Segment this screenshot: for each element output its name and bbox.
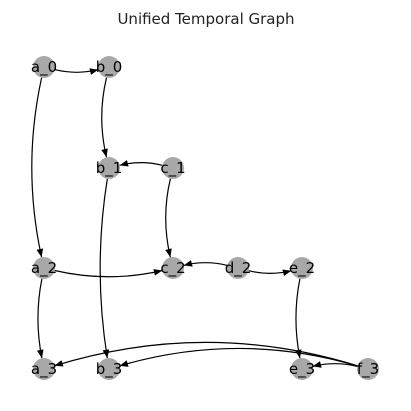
edge-f_3-to-a_3: [54, 341, 358, 367]
node-label: b_0: [96, 58, 123, 77]
node-circle: [291, 358, 313, 380]
edge-b_1-to-b_3: [99, 178, 110, 359]
nodes-layer: a_0 b_0 b_1 c_1 a_2 c_2 d_2 e_2 a_3 b_3 e_3 f_3: [31, 56, 379, 380]
node-label: a_0: [31, 58, 57, 77]
edge-a_2-to-c_2: [54, 269, 163, 278]
node-circle: [98, 56, 120, 78]
node-circle: [227, 257, 249, 279]
node-f_3: f_3: [357, 358, 379, 380]
node-circle: [33, 56, 55, 78]
edge-b_0-to-b_1: [101, 77, 108, 158]
edge-f_3-to-e_3: [312, 361, 358, 368]
node-circle: [33, 358, 55, 380]
node-label: f_3: [357, 360, 379, 379]
edge-c_1-to-c_2: [165, 178, 172, 258]
node-label: c_2: [160, 259, 185, 278]
node-label: e_3: [289, 360, 315, 379]
node-b_0: b_0: [96, 56, 123, 78]
graph-title: Unified Temporal Graph: [117, 10, 294, 28]
edge-d_2-to-c_2: [183, 260, 228, 267]
node-c_1: c_1: [160, 157, 186, 179]
node-b_1: b_1: [96, 157, 123, 179]
edge-d_2-to-e_2: [248, 269, 292, 276]
node-label: d_2: [225, 259, 252, 278]
node-label: a_2: [31, 259, 57, 278]
node-label: c_1: [160, 159, 185, 178]
node-e_3: e_3: [289, 358, 315, 380]
edge-c_1-to-b_1: [119, 160, 163, 167]
node-d_2: d_2: [225, 257, 252, 279]
node-circle: [98, 157, 120, 179]
edge-a_2-to-a_3: [36, 278, 44, 359]
node-c_2: c_2: [160, 257, 186, 279]
node-e_2: e_2: [289, 257, 315, 279]
node-a_2: a_2: [31, 257, 57, 279]
node-circle: [98, 358, 120, 380]
edges-layer: [31, 68, 358, 368]
node-label: e_2: [289, 259, 315, 278]
node-circle: [357, 358, 379, 380]
edge-a_0-to-b_0: [54, 68, 99, 75]
edge-a_0-to-a_2: [31, 77, 44, 258]
node-label: b_3: [96, 360, 123, 379]
node-circle: [291, 257, 313, 279]
edge-e_2-to-e_3: [294, 278, 302, 359]
node-circle: [162, 257, 184, 279]
node-label: a_3: [31, 360, 57, 379]
edge-f_3-to-b_3: [119, 347, 358, 367]
node-label: b_1: [96, 159, 123, 178]
node-b_3: b_3: [96, 358, 123, 380]
node-a_3: a_3: [31, 358, 57, 380]
node-circle: [33, 257, 55, 279]
node-a_0: a_0: [31, 56, 57, 78]
node-circle: [162, 157, 184, 179]
